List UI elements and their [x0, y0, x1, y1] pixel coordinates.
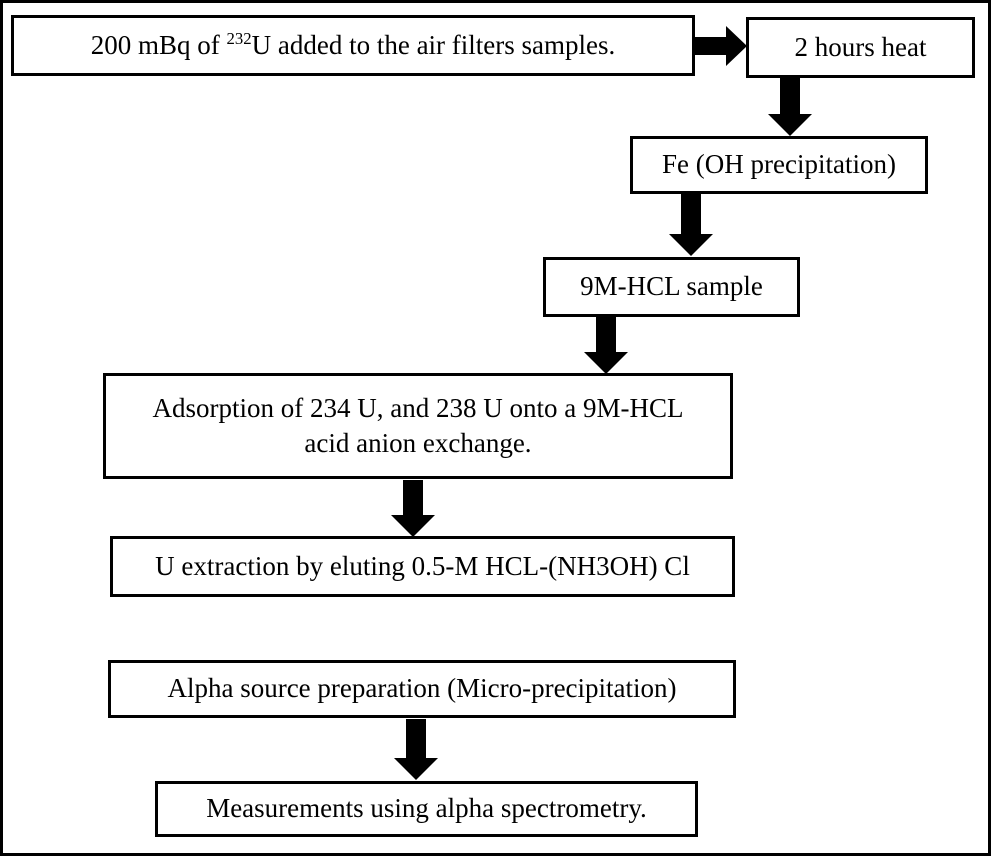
node-measurement-label: Measurements using alpha spectrometry.: [206, 793, 647, 824]
node-spike-text-pre: 200 mBq of: [90, 29, 227, 60]
arrow-right-spike-to-heat-icon: [694, 26, 747, 66]
node-adsorption-label: Adsorption of 234 U, and 238 U onto a 9M…: [152, 392, 684, 458]
node-heat: 2 hours heat: [746, 17, 975, 78]
node-fe-precipitation-label: Fe (OH precipitation): [662, 149, 896, 180]
node-alpha-source-prep: Alpha source preparation (Micro-precipit…: [108, 660, 736, 718]
arrow-down-heat-to-fe-icon: [768, 78, 812, 136]
node-u-extraction: U extraction by eluting 0.5-M HCL-(NH3OH…: [110, 536, 735, 597]
node-adsorption: Adsorption of 234 U, and 238 U onto a 9M…: [103, 373, 733, 479]
node-9m-hcl-sample: 9M-HCL sample: [543, 257, 800, 317]
arrow-down-alpha-to-measurement-icon: [394, 719, 438, 780]
node-spike-addition: 200 mBq of 232U added to the air filters…: [11, 15, 695, 76]
node-spike-addition-label: 200 mBq of 232U added to the air filters…: [91, 28, 616, 63]
node-u-extraction-label: U extraction by eluting 0.5-M HCL-(NH3OH…: [155, 550, 690, 581]
node-alpha-source-prep-label: Alpha source preparation (Micro-precipit…: [167, 673, 677, 704]
node-heat-label: 2 hours heat: [794, 31, 927, 62]
node-9m-hcl-sample-label: 9M-HCL sample: [580, 271, 763, 302]
superscript-232: 232: [226, 28, 252, 48]
arrow-down-hcl-to-adsorption-icon: [584, 317, 628, 374]
arrow-down-adsorption-to-extraction-icon: [391, 480, 435, 537]
node-fe-precipitation: Fe (OH precipitation): [630, 136, 928, 194]
arrow-down-fe-to-hcl-icon: [669, 194, 713, 256]
node-spike-text-post: U added to the air filters samples.: [251, 29, 616, 60]
node-measurement: Measurements using alpha spectrometry.: [155, 781, 698, 837]
